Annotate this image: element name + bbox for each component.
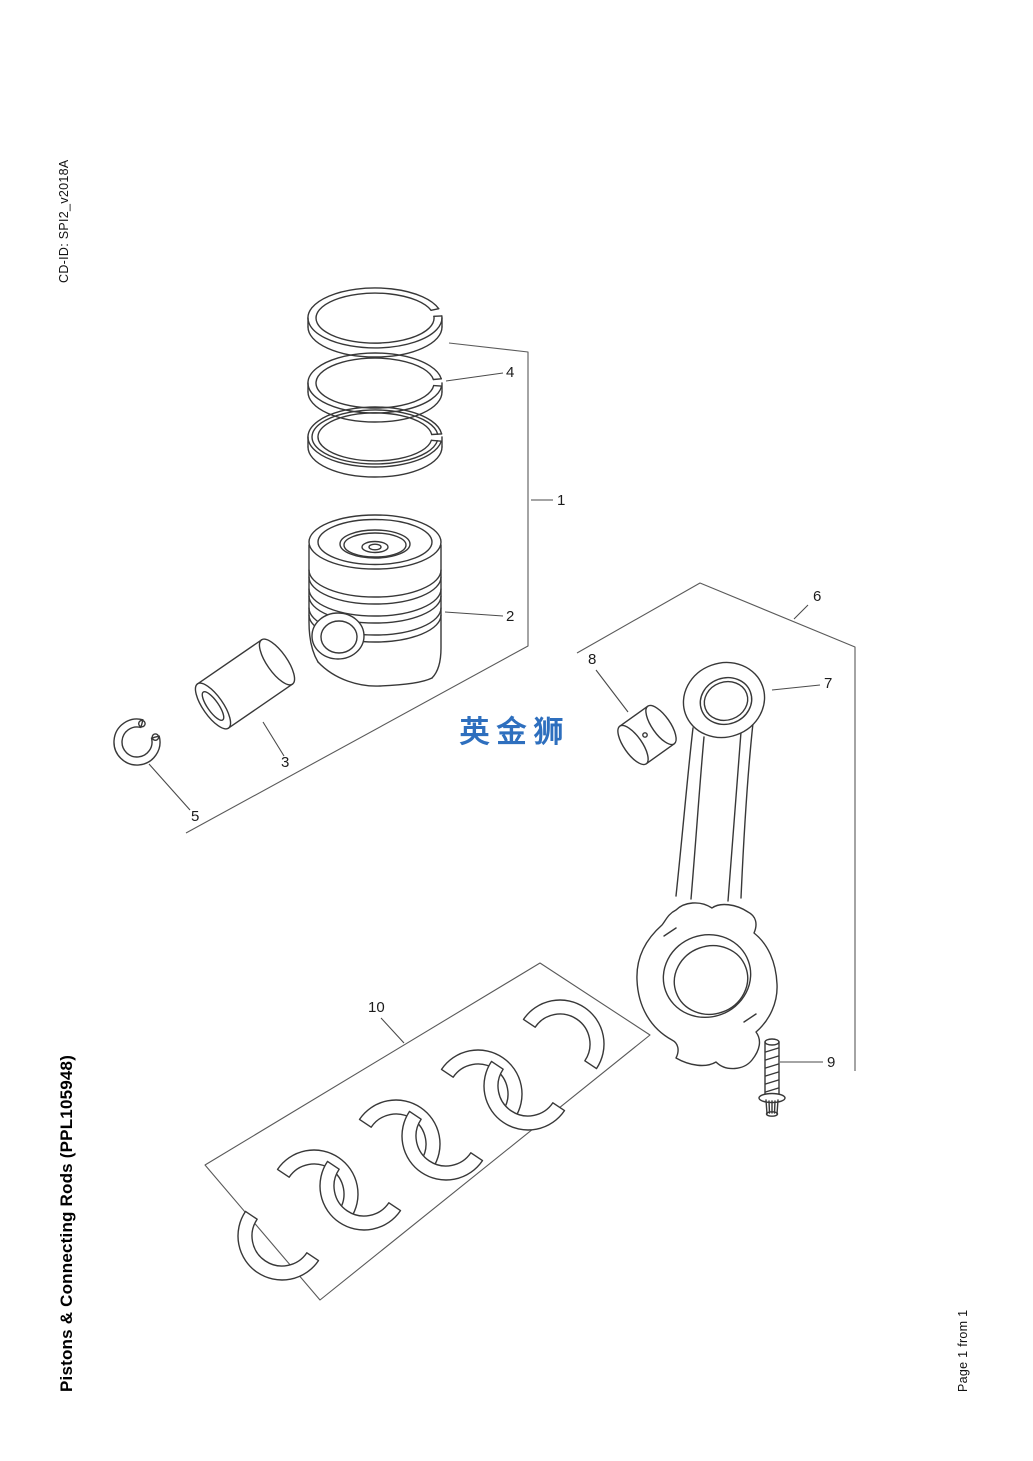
callout-leader-lines (148, 372, 823, 1063)
small-end-bushing-drawing (617, 704, 677, 766)
document-title: Pistons & Connecting Rods (PPL105948) (57, 1055, 76, 1392)
page-number-label: Page 1 from 1 (956, 1310, 970, 1392)
piston-rings-drawing (307, 287, 443, 478)
cd-id-label: CD-ID: SPI2_v2018A (57, 159, 71, 283)
bearing-shells-drawing (221, 983, 621, 1297)
group-outline-connecting-rod-assembly (576, 582, 856, 1071)
bearing-shell-pair (467, 983, 621, 1147)
watermark: 英金狮 (460, 715, 571, 749)
circlip-drawing (113, 718, 161, 766)
callout-8: 8 (588, 651, 596, 668)
rod-bolt-drawing (758, 1038, 786, 1117)
callout-7: 7 (824, 675, 832, 692)
group-outline-piston-assembly (185, 342, 529, 834)
connecting-rod-drawing (636, 661, 778, 1070)
callout-4: 4 (506, 364, 514, 381)
callout-10: 10 (368, 999, 385, 1016)
callout-numbers: 1 2 3 4 5 6 7 8 9 10 (191, 364, 835, 1071)
group-outline-bearing-shells (204, 962, 651, 1301)
callout-6: 6 (813, 588, 821, 605)
callout-5: 5 (191, 808, 199, 825)
piston-drawing (308, 514, 442, 687)
callout-9: 9 (827, 1054, 835, 1071)
callout-2: 2 (506, 608, 514, 625)
callout-1: 1 (557, 492, 565, 509)
callout-3: 3 (281, 754, 289, 771)
piston-pin-drawing (194, 638, 296, 730)
